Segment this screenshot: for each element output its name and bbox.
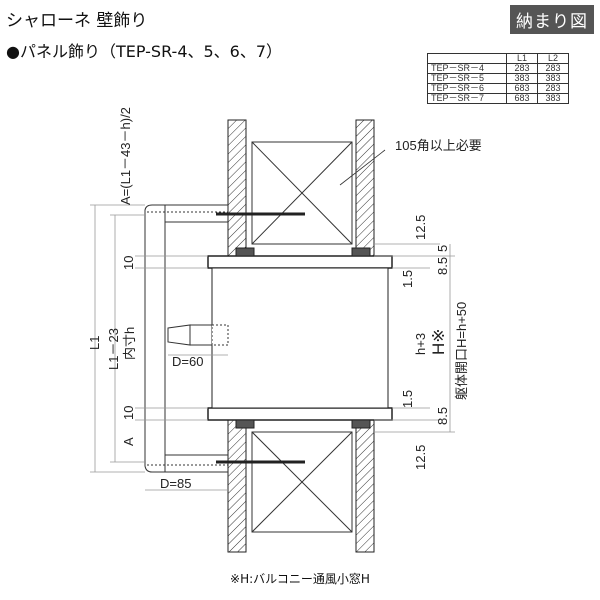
decorative-panel [144,204,228,473]
product-subtitle: ●パネル飾り（TEP-SR-4、5、6、7） [6,42,283,61]
dim-1-5-top: 1.5 [400,270,415,288]
dim-5: 5 [435,245,450,252]
l2-cell: 383 [537,93,569,104]
dim-8-5-bottom: 8.5 [435,407,450,425]
window-frame [207,247,393,429]
dim-12-5-bottom: 12.5 [413,445,428,470]
dim-12-5-top: 12.5 [413,215,428,240]
h-plus-3-label: h+3 [413,333,428,355]
drawing-type-badge: 納まり図 [510,5,594,34]
d60-label: D=60 [172,354,203,369]
dimension-labels: A=(L1－43－h)/2 L1 L1－23 内寸h 10 10 A D=60 … [87,107,482,491]
h-mark-label: H※ [429,328,448,355]
lower-duct-box [251,431,353,533]
a-bottom-label: A [121,437,136,446]
footnote: ※H:バルコニー通風小窓H [230,572,370,586]
dimension-lines [90,149,455,491]
upper-duct-box [251,141,353,245]
damper-piece [167,324,229,346]
l1-label: L1 [87,336,102,350]
dim-8-5-top: 8.5 [435,257,450,275]
note-105-label: 105角以上必要 [395,138,482,153]
screw-icon [216,212,305,464]
ten-top-label: 10 [121,256,136,270]
dim-1-5-bottom: 1.5 [400,390,415,408]
opening-label: 躯体開口H=h+50 [454,302,469,400]
a-formula-label: A=(L1－43－h)/2 [118,107,133,205]
d85-label: D=85 [160,476,191,491]
l1-23-label: L1－23 [106,328,121,370]
page-title: シャローネ 壁飾り [6,11,148,31]
inner-h-label: 内寸h [122,327,137,360]
ten-bottom-label: 10 [121,406,136,420]
